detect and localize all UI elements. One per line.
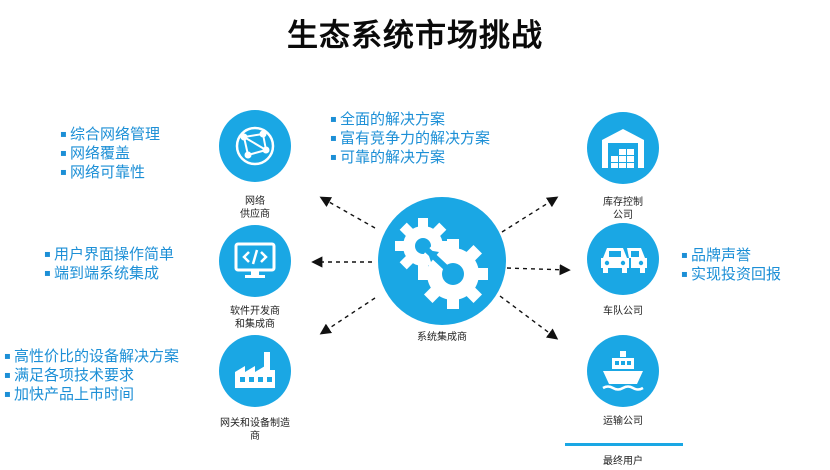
arrow-to-device-maker xyxy=(319,297,376,335)
inventory-company-label: 库存控制 公司 xyxy=(603,197,643,221)
arrow-to-fleet-company xyxy=(506,264,571,276)
bullet-item: 高性价比的设备解决方案 xyxy=(4,347,179,366)
bullet-item: 满足各项技术要求 xyxy=(4,366,179,385)
bullet-item: 品牌声誉 xyxy=(681,246,781,265)
bullet-item: 可靠的解决方案 xyxy=(330,148,490,167)
bullet-item: 富有竞争力的解决方案 xyxy=(330,129,490,148)
code-monitor-icon xyxy=(234,242,276,278)
end-users-label: 最终用户 xyxy=(603,456,643,467)
software-developer-bullets: 用户界面操作简单 端到端系统集成 xyxy=(44,245,174,283)
shipping-company-label: 运输公司 xyxy=(603,416,643,427)
bullet-item: 全面的解决方案 xyxy=(330,110,490,129)
car-fleet-icon xyxy=(601,248,647,273)
arrow-to-shipping-company xyxy=(499,295,559,340)
fleet-company-node xyxy=(587,223,659,295)
software-developer-label: 软件开发商 和集成商 xyxy=(230,306,280,330)
shipping-company-node xyxy=(587,335,659,407)
factory-icon xyxy=(235,352,275,388)
bullet-item: 网络覆盖 xyxy=(60,144,160,163)
software-developer-node xyxy=(219,225,291,297)
end-users-divider xyxy=(565,443,683,446)
gears-icon xyxy=(395,218,488,309)
bullet-item: 网络可靠性 xyxy=(60,163,160,182)
bullet-item: 综合网络管理 xyxy=(60,125,160,144)
page-title: 生态系统市场挑战 xyxy=(287,18,543,54)
network-supplier-node xyxy=(219,110,291,182)
bullet-item: 实现投资回报 xyxy=(681,265,781,284)
fleet-company-label: 车队公司 xyxy=(603,306,643,317)
device-maker-label: 网关和设备制造 商 xyxy=(220,418,290,442)
device-maker-node xyxy=(219,335,291,407)
bullet-item: 加快产品上市时间 xyxy=(4,385,179,404)
bullet-item: 用户界面操作简单 xyxy=(44,245,174,264)
arrow-to-inventory-company xyxy=(501,196,559,233)
system-integrator-label: 系统集成商 xyxy=(417,332,467,343)
inventory-company-node xyxy=(587,112,659,184)
system-integrator-node xyxy=(378,197,506,325)
arrow-to-network-supplier xyxy=(319,196,376,229)
network-globe-icon xyxy=(235,126,275,166)
network-supplier-label: 网络 供应商 xyxy=(240,196,270,220)
network-supplier-bullets: 综合网络管理 网络覆盖 网络可靠性 xyxy=(60,125,160,182)
bullet-item: 端到端系统集成 xyxy=(44,264,174,283)
warehouse-icon xyxy=(602,129,644,168)
fleet-company-bullets: 品牌声誉 实现投资回报 xyxy=(681,246,781,284)
ship-icon xyxy=(602,351,644,391)
integrator-bullets: 全面的解决方案 富有竞争力的解决方案 可靠的解决方案 xyxy=(330,110,490,167)
device-maker-bullets: 高性价比的设备解决方案 满足各项技术要求 加快产品上市时间 xyxy=(4,347,179,404)
